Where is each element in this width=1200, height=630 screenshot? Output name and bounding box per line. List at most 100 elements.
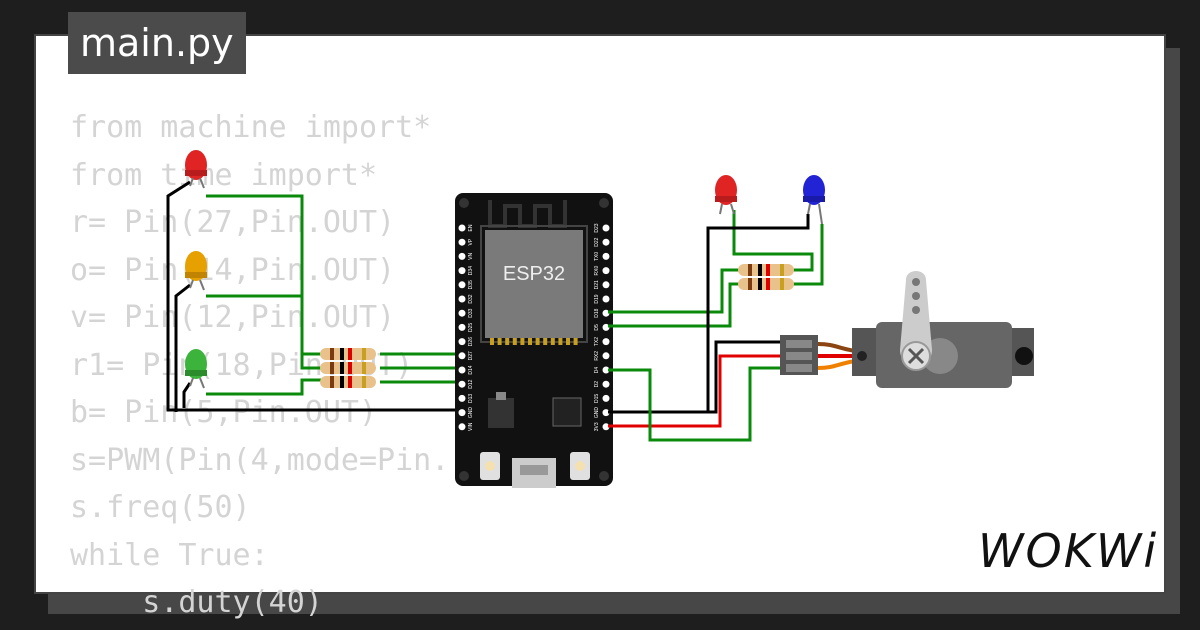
pin-d12[interactable] xyxy=(458,380,466,388)
pin-d23[interactable] xyxy=(602,224,610,232)
code-line: s=PWM(Pin(4,mode=Pin. xyxy=(70,442,450,478)
pin-tx2[interactable] xyxy=(602,338,610,346)
pin-vin[interactable] xyxy=(458,423,466,431)
wire-servo-ground xyxy=(708,340,784,414)
pin-label: TX2 xyxy=(594,337,600,346)
wire-signal-red xyxy=(206,194,335,356)
led-orange[interactable] xyxy=(185,251,207,291)
led-red-left[interactable] xyxy=(185,150,207,189)
pin-label: VN xyxy=(468,253,474,260)
pin-label: D33 xyxy=(468,308,474,317)
resistor-right-2[interactable] xyxy=(738,278,794,290)
pin-d13[interactable] xyxy=(458,394,466,402)
wire-signal-green xyxy=(206,378,335,396)
code-line: from machine import* xyxy=(70,110,432,145)
pin-label: D25 xyxy=(468,323,474,332)
pin-label: D35 xyxy=(468,280,474,289)
wire-d5 xyxy=(608,282,742,328)
pin-d25[interactable] xyxy=(458,323,466,331)
pin-label: D23 xyxy=(594,223,600,232)
led-blue[interactable] xyxy=(803,175,825,225)
module-pad xyxy=(566,338,570,345)
pin-label: TX0 xyxy=(594,252,600,261)
module-pad xyxy=(505,338,510,345)
voltage-regulator xyxy=(488,398,514,428)
pin-d4[interactable] xyxy=(602,366,610,374)
pin-label: D15 xyxy=(594,394,600,403)
pin-gnd[interactable] xyxy=(602,409,610,417)
pin-d27[interactable] xyxy=(458,352,466,360)
pin-d34[interactable] xyxy=(458,267,466,275)
servo-motor[interactable] xyxy=(852,271,1034,388)
pin-vp[interactable] xyxy=(458,238,466,246)
module-pad xyxy=(512,338,517,345)
pin-d26[interactable] xyxy=(458,338,466,346)
pin-d22[interactable] xyxy=(602,238,610,246)
pin-label: VIN xyxy=(468,422,474,431)
esp32-module xyxy=(485,230,583,338)
chip-label: ESP32 xyxy=(503,263,565,285)
resistor-left-1[interactable] xyxy=(320,348,376,360)
pin-label: D4 xyxy=(594,367,600,374)
pin-label: D34 xyxy=(468,266,474,275)
resistor-left-2[interactable] xyxy=(320,362,376,374)
usb-chip xyxy=(552,397,582,427)
resistor-right-1[interactable] xyxy=(738,264,794,276)
module-pad xyxy=(535,338,540,345)
module-pad xyxy=(573,338,578,345)
wire-3v3 xyxy=(608,354,784,428)
led-green[interactable] xyxy=(185,349,207,389)
module-pad xyxy=(520,338,525,345)
pin-label: D19 xyxy=(594,294,600,303)
pin-d5[interactable] xyxy=(602,323,610,331)
pin-label: D32 xyxy=(468,294,474,303)
pin-label: RX2 xyxy=(594,351,600,361)
wire-signal-orange xyxy=(206,294,335,370)
module-pad xyxy=(490,338,494,345)
pin-en[interactable] xyxy=(458,224,466,232)
pin-label: D14 xyxy=(468,365,474,374)
pin-vn[interactable] xyxy=(458,252,466,260)
wire-ground-right xyxy=(608,226,720,414)
wire-d18 xyxy=(608,268,742,314)
pin-d2[interactable] xyxy=(602,380,610,388)
pin-label: D21 xyxy=(594,280,600,289)
pin-d14[interactable] xyxy=(458,366,466,374)
pin-d32[interactable] xyxy=(458,295,466,303)
pin-d21[interactable] xyxy=(602,281,610,289)
wire-d4 xyxy=(608,366,784,442)
en-button[interactable] xyxy=(480,452,500,480)
module-pad xyxy=(528,338,532,345)
pin-label: EN xyxy=(468,224,474,231)
pin-label: D2 xyxy=(594,381,600,388)
pin-tx0[interactable] xyxy=(602,252,610,260)
module-pad xyxy=(558,338,563,345)
esp32-board[interactable]: ESP32 ENVPVND34D35D32D33D25D26D27D14D12D… xyxy=(455,193,613,488)
left-pin-header: ENVPVND34D35D32D33D25D26D27D14D12D13GNDV… xyxy=(458,224,474,431)
servo-connector[interactable] xyxy=(780,335,818,375)
pin-label: D22 xyxy=(594,237,600,246)
mount-hole xyxy=(1015,347,1033,365)
file-tab[interactable]: main.py xyxy=(68,12,246,74)
pin-d35[interactable] xyxy=(458,281,466,289)
resistor-left-3[interactable] xyxy=(320,376,376,388)
screw-icon xyxy=(907,347,925,365)
pin-d33[interactable] xyxy=(458,309,466,317)
pin-d19[interactable] xyxy=(602,295,610,303)
module-pins xyxy=(490,338,578,345)
boot-button[interactable] xyxy=(570,452,590,480)
wire-ground-green-led xyxy=(182,382,192,408)
led-red-right[interactable] xyxy=(715,175,737,215)
pin-d15[interactable] xyxy=(602,394,610,402)
pin-3v3[interactable] xyxy=(602,423,610,431)
pin-gnd[interactable] xyxy=(458,409,466,417)
pin-label: 3V3 xyxy=(594,422,600,431)
pin-rx2[interactable] xyxy=(602,352,610,360)
pin-rx0[interactable] xyxy=(602,267,610,275)
module-pad xyxy=(543,338,548,345)
code-line: while True: xyxy=(70,537,269,573)
right-wires xyxy=(608,210,824,442)
pin-d18[interactable] xyxy=(602,309,610,317)
servo-horn[interactable] xyxy=(900,271,932,365)
pin-label: D12 xyxy=(468,379,474,388)
